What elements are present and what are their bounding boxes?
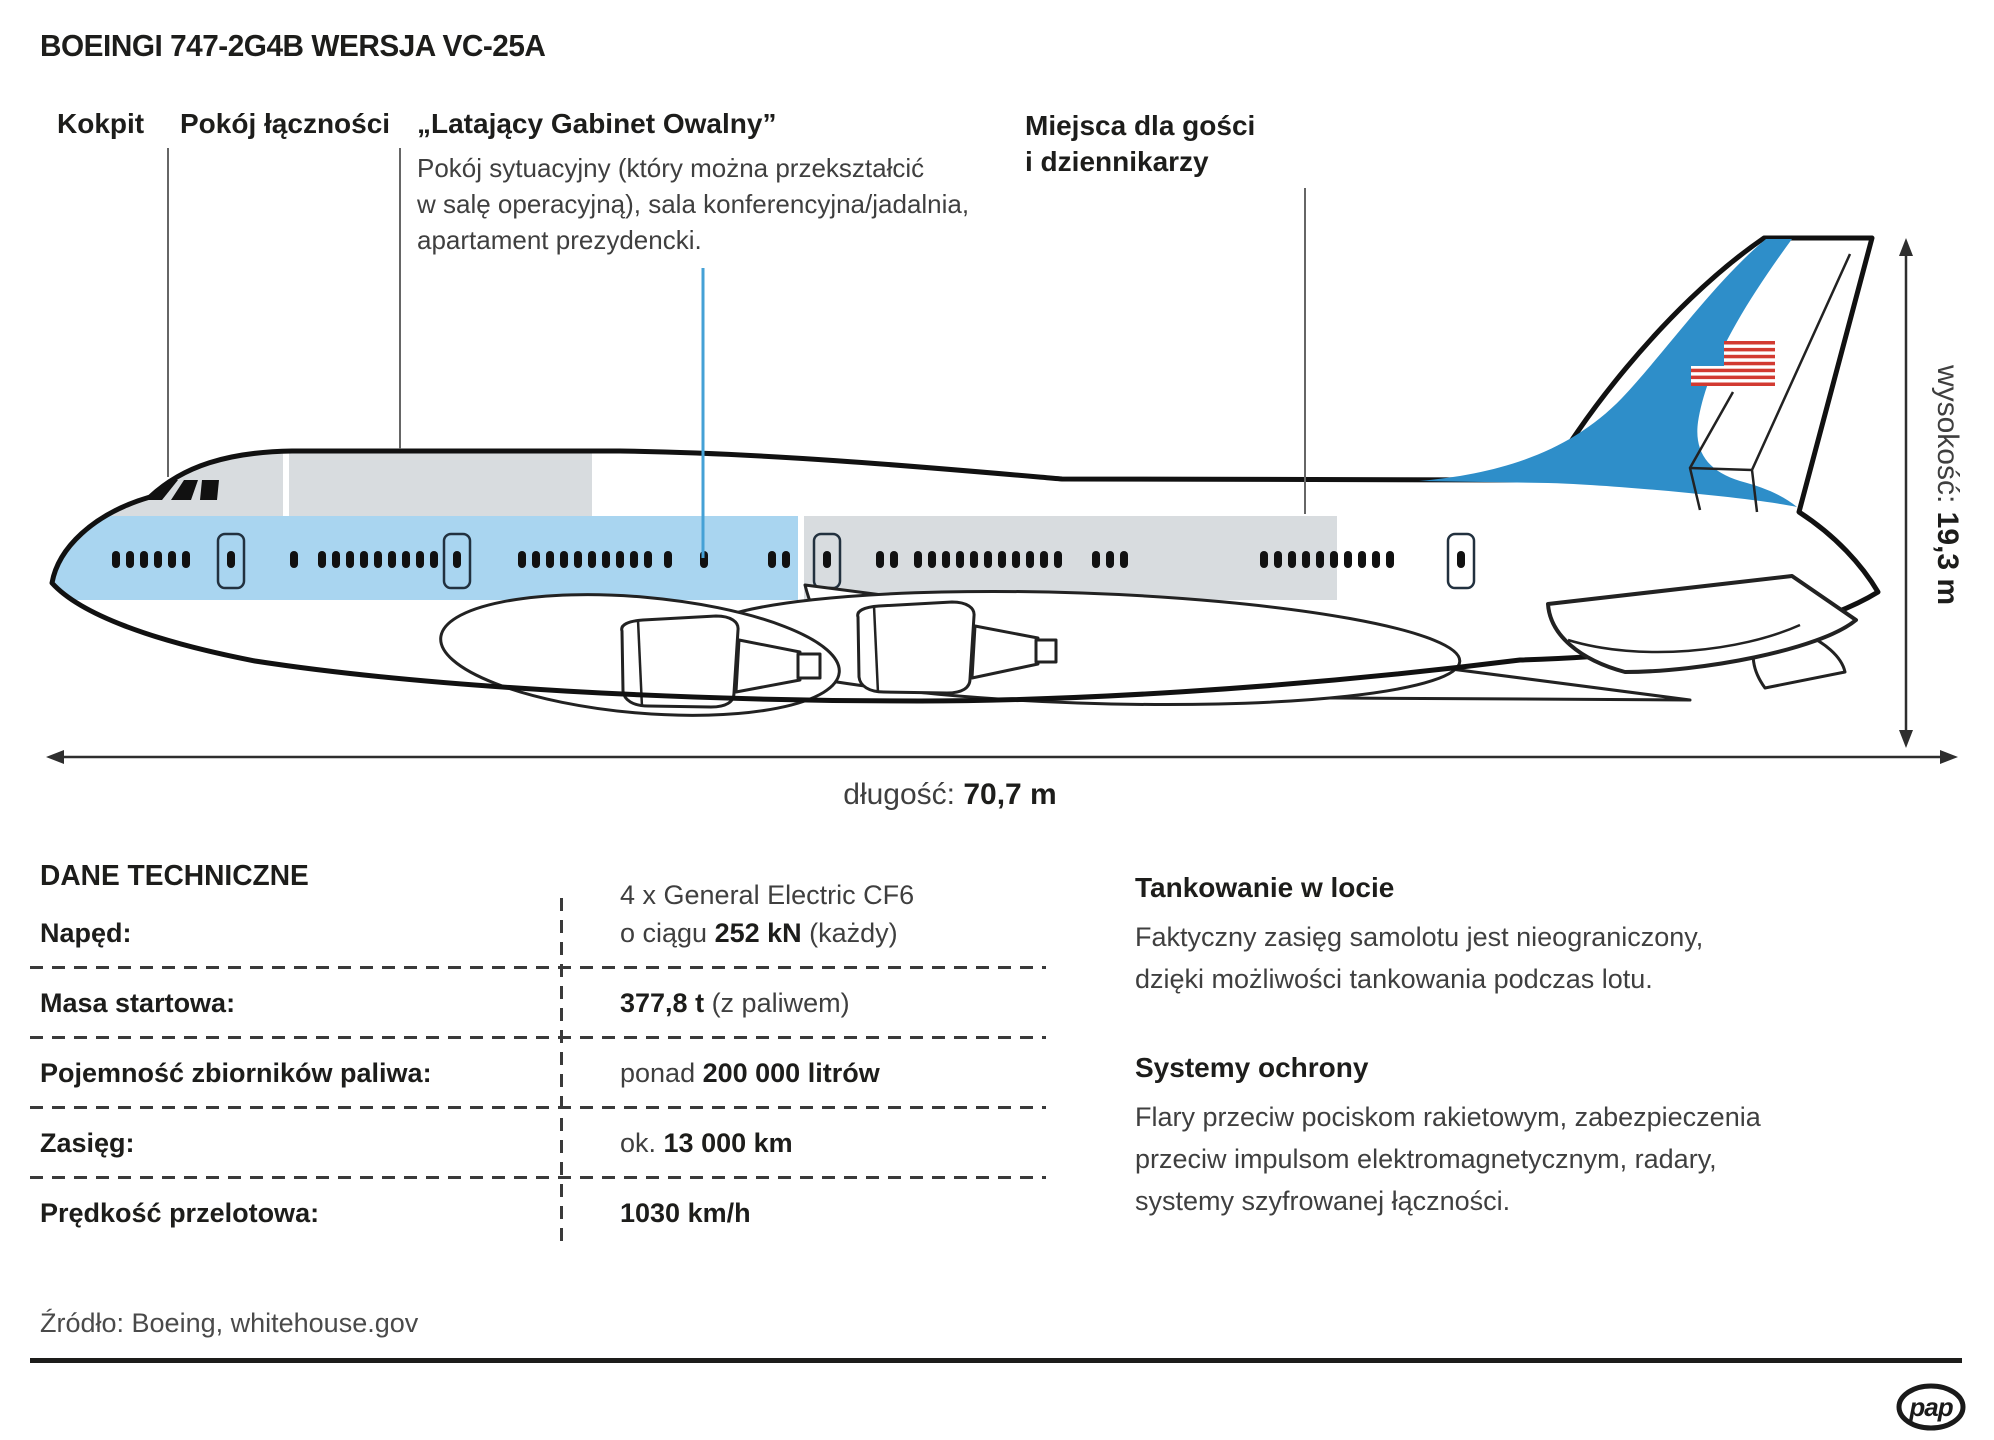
miejsca-line-1: Miejsca dla gości <box>1025 110 1256 141</box>
us-flag <box>1691 341 1775 386</box>
gabinet-desc-line-2: w salę operacyjną), sala konferencyjna/j… <box>417 189 970 219</box>
tankowanie-line-1: Faktyczny zasięg samolotu jest nieograni… <box>1135 922 1704 952</box>
source-credit: Źródło: Boeing, whitehouse.gov <box>40 1308 419 1338</box>
page-title: BOEINGI 747-2G4B WERSJA VC-25A <box>40 28 546 63</box>
engines <box>620 600 1058 709</box>
fuselage-outline <box>49 235 1881 704</box>
length-dimension-line <box>46 750 1958 764</box>
section-tankowanie-title: Tankowanie w locie <box>1135 872 1395 903</box>
height-dimension-label: wysokość: 19,3 m <box>1930 365 1964 605</box>
row-divider-1 <box>30 966 1046 969</box>
row-masa-label: Masa startowa: <box>40 988 236 1018</box>
flag-canton <box>1691 341 1724 366</box>
doors <box>216 532 1476 590</box>
table-column-divider <box>560 898 563 1248</box>
row-naped-value-line2: o ciągu 252 kN (każdy) <box>620 918 898 948</box>
row-divider-2 <box>30 1036 1046 1039</box>
pap-logo: pap <box>1896 1383 1966 1431</box>
row-pojemnosc-value: ponad 200 000 litrów <box>620 1058 880 1088</box>
leader-lines <box>167 148 1306 558</box>
tail-swoosh <box>1419 239 1797 507</box>
tankowanie-line-2: dzięki możliwości tankowania podczas lot… <box>1135 964 1653 994</box>
callout-miejsca: Miejsca dla gości i dziennikarzy <box>1025 108 1255 180</box>
systemy-line-2: przeciw impulsom elektromagnetycznym, ra… <box>1135 1144 1717 1174</box>
gabinet-desc-line-1: Pokój sytuacyjny (który można przekształ… <box>417 153 925 183</box>
row-predkosc-value: 1030 km/h <box>620 1198 751 1228</box>
footer-rule <box>30 1358 1962 1363</box>
door-windows <box>227 551 1465 568</box>
height-dimension-line <box>1899 238 1913 748</box>
callout-gabinet-desc: Pokój sytuacyjny (który można przekształ… <box>417 150 969 258</box>
row-zasieg-label: Zasięg: <box>40 1128 135 1158</box>
callout-pokoj-lacznosci: Pokój łączności <box>180 108 391 139</box>
length-dimension-label: długość: 70,7 m <box>843 778 1056 812</box>
row-naped-label: Napęd: <box>40 918 132 948</box>
rudder-lines <box>1688 253 1852 513</box>
miejsca-line-2: i dziennikarzy <box>1025 146 1209 177</box>
systemy-line-1: Flary przeciw pociskom rakietowym, zabez… <box>1135 1102 1761 1132</box>
pap-logo-text: pap <box>1908 1392 1953 1422</box>
section-cockpit-gray <box>52 428 283 516</box>
engine-1-nacelle <box>620 614 740 709</box>
height-label: wysokość: <box>1931 364 1964 512</box>
row-naped-value-line1: 4 x General Electric CF6 <box>620 880 915 910</box>
systemy-line-3: systemy szyfrowanej łączności. <box>1135 1186 1511 1216</box>
row-zasieg-value: ok. 13 000 km <box>620 1128 793 1158</box>
row-pojemnosc-label: Pojemność zbiorników paliwa: <box>40 1058 432 1088</box>
flag-stripes <box>1691 341 1775 386</box>
engine-2-nacelle <box>856 600 976 695</box>
row-divider-3 <box>30 1106 1046 1109</box>
gabinet-desc-line-3: apartament prezydencki. <box>417 225 702 255</box>
section-systemy-title: Systemy ochrony <box>1135 1052 1369 1083</box>
passenger-windows <box>112 551 1394 568</box>
length-label: długość: <box>843 778 964 811</box>
length-value: 70,7 m <box>963 778 1057 811</box>
row-masa-value: 377,8 t (z paliwem) <box>620 988 850 1018</box>
row-divider-4 <box>30 1176 1046 1179</box>
row-predkosc-label: Prędkość przelotowa: <box>40 1198 320 1228</box>
section-oval-office-blue <box>52 516 798 600</box>
callout-gabinet-owalny: „Latający Gabinet Owalny” <box>417 108 777 139</box>
height-value: 19,3 m <box>1931 511 1964 606</box>
section-comms-gray <box>289 428 592 516</box>
tailplane <box>1546 574 1858 690</box>
table-header: DANE TECHNICZNE <box>40 860 309 892</box>
callout-kokpit: Kokpit <box>57 108 145 139</box>
